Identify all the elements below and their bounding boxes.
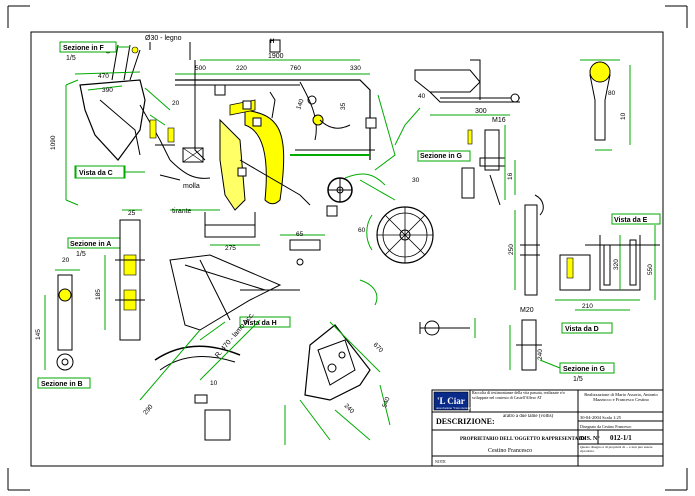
svg-text:25: 25 bbox=[128, 210, 136, 217]
authors-text: Realizzazione di Mario Assorio, Antonio … bbox=[584, 392, 658, 402]
view-c-group bbox=[65, 44, 211, 206]
drawing-frame bbox=[30, 31, 664, 467]
section-g-top: Sezione in G M16 bbox=[417, 117, 516, 206]
wood-label: Ø30 - legno bbox=[145, 35, 182, 42]
svg-text:80: 80 bbox=[608, 90, 616, 97]
svg-text:500: 500 bbox=[195, 65, 206, 72]
m20-label: M20 bbox=[520, 307, 534, 314]
date-scale: 30-04-2004 Scala 1:25 bbox=[580, 415, 622, 420]
svg-text:760: 760 bbox=[290, 65, 301, 72]
section-f-label: Sezione in F bbox=[63, 45, 105, 52]
section-a-label: Sezione in A bbox=[70, 241, 111, 248]
section-g-bottom-scale: 1/5 bbox=[573, 376, 583, 383]
svg-text:540: 540 bbox=[381, 396, 391, 409]
svg-text:275: 275 bbox=[225, 245, 236, 252]
svg-text:145: 145 bbox=[35, 329, 42, 340]
drawing-number-value: 012-1/1 bbox=[610, 434, 632, 442]
section-b: Sezione in B bbox=[37, 269, 91, 389]
svg-text:1090: 1090 bbox=[50, 135, 57, 150]
blade-radius-label: R. 470 - lamo acc. bbox=[214, 311, 256, 359]
large-wheel bbox=[359, 179, 434, 264]
m16-label: M16 bbox=[492, 117, 506, 124]
svg-text:330: 330 bbox=[350, 65, 361, 72]
main-assembly: H 1900 bbox=[175, 39, 396, 217]
svg-text:470: 470 bbox=[98, 73, 109, 80]
view-h: Vista da H bbox=[169, 212, 378, 341]
svg-text:30: 30 bbox=[412, 177, 420, 184]
description-value: aratro a due lame (voltis) bbox=[503, 414, 554, 419]
notes-label: NOTE bbox=[435, 459, 446, 464]
svg-text:670: 670 bbox=[372, 341, 385, 354]
view-h-label: Vista da H bbox=[243, 320, 277, 327]
owner-name: Cestino Francesco bbox=[488, 448, 532, 454]
svg-text:240: 240 bbox=[343, 402, 356, 415]
svg-text:140: 140 bbox=[295, 98, 305, 111]
section-g-bottom: M20 Sezione in G 1/5 bbox=[419, 307, 615, 383]
svg-text:250: 250 bbox=[508, 244, 515, 255]
section-b-label: Sezione in B bbox=[41, 381, 83, 388]
svg-text:240: 240 bbox=[537, 349, 544, 360]
dim-h-label: H bbox=[270, 39, 274, 45]
svg-text:20: 20 bbox=[172, 100, 180, 107]
svg-text:60: 60 bbox=[358, 227, 366, 234]
spring-label: molla bbox=[183, 183, 200, 190]
tie-rod-label: tirante bbox=[172, 208, 192, 215]
svg-text:210: 210 bbox=[582, 303, 593, 310]
svg-text:550: 550 bbox=[647, 264, 654, 275]
drawing-number-label: DIS. N° bbox=[580, 435, 600, 442]
section-f-scale: 1/5 bbox=[66, 55, 76, 62]
svg-text:10: 10 bbox=[620, 112, 627, 120]
section-g-top-label: Sezione in G bbox=[420, 153, 463, 160]
svg-text:40: 40 bbox=[418, 93, 426, 100]
svg-text:220: 220 bbox=[236, 65, 247, 72]
description-label: DESCRIZIONE: bbox=[436, 417, 495, 426]
svg-text:390: 390 bbox=[102, 87, 113, 94]
crop-marks bbox=[7, 5, 688, 491]
small-wheel bbox=[327, 173, 386, 203]
svg-text:20: 20 bbox=[62, 257, 70, 264]
plow-share bbox=[284, 321, 391, 445]
section-g-bottom-label: Sezione in G bbox=[563, 366, 606, 373]
view-e-label: Vista da E bbox=[614, 217, 648, 224]
view-e: Vista da E bbox=[585, 213, 661, 301]
collection-description: Raccolta di testimonianze della vita pas… bbox=[472, 391, 565, 400]
dim-300-label: 300 bbox=[475, 108, 487, 115]
top-right-pieces: 300 bbox=[394, 59, 631, 151]
view-d: Vista da D bbox=[555, 254, 630, 334]
logo-subtitle: Associazione "Cian onorada" bbox=[436, 406, 472, 410]
designer-text: Disegnato da Cestino Francesco bbox=[580, 424, 631, 429]
svg-text:35: 35 bbox=[340, 102, 347, 110]
vertical-pin bbox=[514, 194, 544, 296]
dim-1900-label: 1900 bbox=[268, 53, 284, 60]
section-a: Sezione in A 1/5 bbox=[67, 209, 145, 341]
logo-text: 'L Ciar bbox=[437, 396, 465, 406]
view-c-label: Vista da C bbox=[79, 170, 113, 177]
section-a-scale: 1/5 bbox=[76, 251, 86, 258]
title-block: 'L Ciar Associazione "Cian onorada" Racc… bbox=[431, 389, 664, 467]
svg-text:185: 185 bbox=[95, 289, 102, 300]
svg-text:65: 65 bbox=[296, 231, 304, 238]
view-d-label: Vista da D bbox=[565, 326, 599, 333]
owner-heading: PROPRIETARIO DELL'OGGETTO RAPPRESENTATO bbox=[460, 437, 585, 442]
curved-blade: R. 470 - lamo acc. bbox=[139, 311, 261, 441]
section-f: Sezione in F 1/5 bbox=[59, 41, 130, 62]
svg-text:290: 290 bbox=[142, 403, 155, 416]
svg-text:320: 320 bbox=[613, 259, 620, 270]
svg-text:16: 16 bbox=[507, 172, 514, 180]
legal-note: Questo disegno è di proprietà di ... e n… bbox=[580, 445, 653, 453]
svg-text:10: 10 bbox=[210, 380, 218, 387]
